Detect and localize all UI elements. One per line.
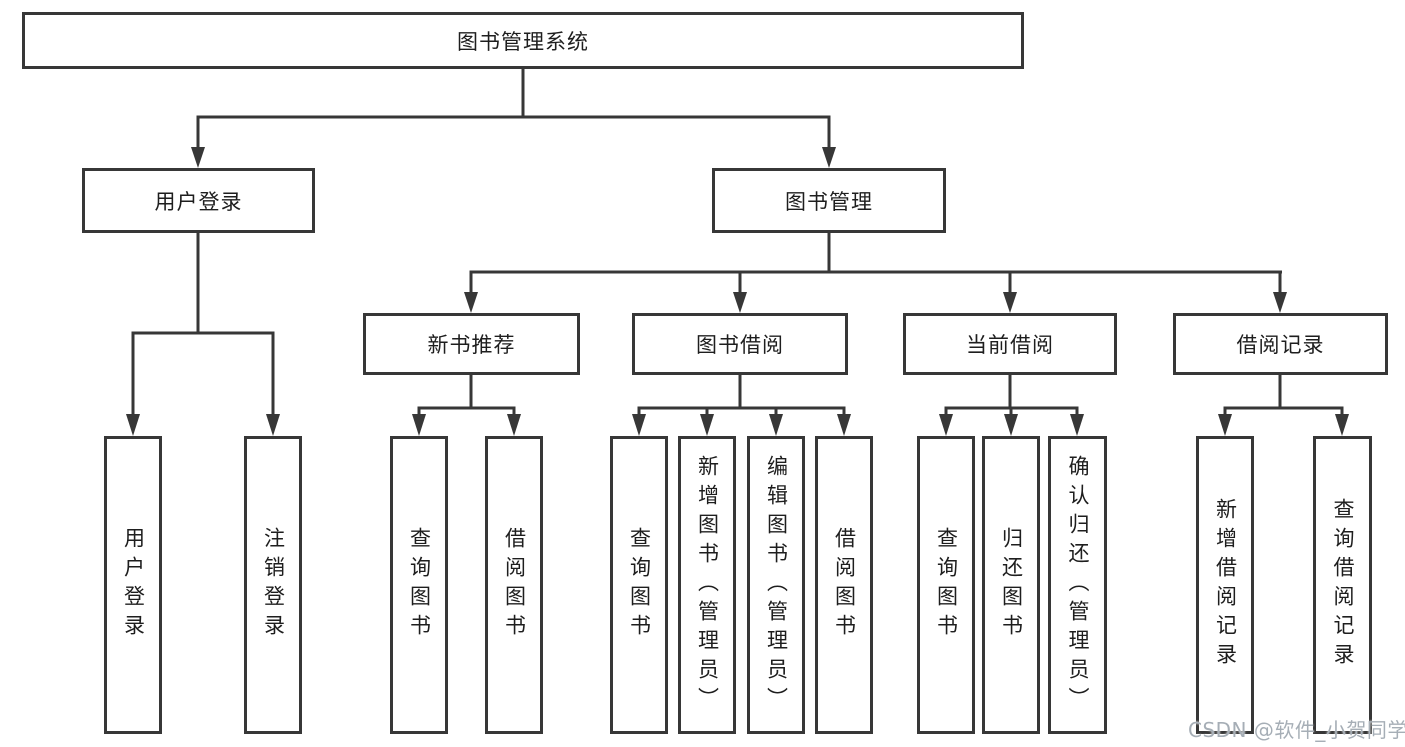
node-label: 查询借阅记录 (1331, 498, 1355, 672)
node-leaf-edit-books-admin: 编辑图书（管理员） (747, 436, 805, 734)
node-leaf-query-borrow-record: 查询借阅记录 (1313, 436, 1372, 734)
node-leaf-borrow-books: 借阅图书 (485, 436, 543, 734)
node-label: 借阅图书 (832, 527, 857, 643)
node-label: 查询图书 (627, 527, 652, 643)
connector-newbook-to-leaves (417, 375, 516, 416)
node-label: 归还图书 (999, 527, 1024, 643)
connector-root-to-level2 (196, 69, 831, 149)
node-label: 确认归还（管理员） (1066, 454, 1090, 716)
node-label: 编辑图书（管理员） (764, 454, 789, 716)
connector-records-to-leaves (1223, 375, 1344, 416)
node-label: 借阅记录 (1236, 333, 1325, 357)
connector-bookborrow-to-leaves (637, 375, 846, 416)
node-label: 用户登录 (121, 527, 146, 643)
node-leaf-query-books: 查询图书 (610, 436, 668, 734)
node-leaf-query-books: 查询图书 (390, 436, 448, 734)
arrowhead-icons (126, 147, 1349, 436)
node-leaf-add-books-admin: 新增图书（管理员） (678, 436, 736, 734)
node-label: 新增借阅记录 (1213, 498, 1238, 672)
node-leaf-logout: 注销登录 (244, 436, 302, 734)
connector-bookmgmt-to-level3 (469, 233, 1282, 294)
connector-userlogin-to-leaves (131, 233, 275, 416)
node-leaf-confirm-return-admin: 确认归还（管理员） (1048, 436, 1107, 734)
node-label: 注销登录 (261, 527, 286, 643)
watermark: CSDN @软件_小贺同学 (1188, 718, 1405, 742)
connector-currentborrow-to-leaves (944, 375, 1079, 416)
node-label: 新增图书（管理员） (695, 454, 720, 716)
node-label: 图书借阅 (696, 333, 784, 357)
node-leaf-borrow-books: 借阅图书 (815, 436, 873, 734)
node-label: 图书管理 (785, 189, 873, 214)
node-leaf-query-books: 查询图书 (917, 436, 975, 734)
node-current-borrow: 当前借阅 (903, 313, 1117, 375)
node-leaf-user-login: 用户登录 (104, 436, 162, 734)
node-label: 借阅图书 (502, 527, 527, 643)
node-label: 图书管理系统 (457, 29, 589, 54)
node-user-login: 用户登录 (82, 168, 315, 233)
node-leaf-add-borrow-record: 新增借阅记录 (1196, 436, 1254, 734)
node-new-book-recommend: 新书推荐 (363, 313, 580, 375)
node-label: 当前借阅 (966, 333, 1054, 357)
node-label: 新书推荐 (427, 333, 516, 357)
node-label: 查询图书 (407, 527, 432, 643)
node-leaf-return-books: 归还图书 (982, 436, 1040, 734)
node-borrow-records: 借阅记录 (1173, 313, 1388, 375)
node-root-library-system: 图书管理系统 (22, 12, 1024, 69)
node-book-borrow: 图书借阅 (632, 313, 848, 375)
node-book-management: 图书管理 (712, 168, 946, 233)
node-label: 查询图书 (934, 527, 959, 643)
node-label: 用户登录 (154, 189, 243, 214)
